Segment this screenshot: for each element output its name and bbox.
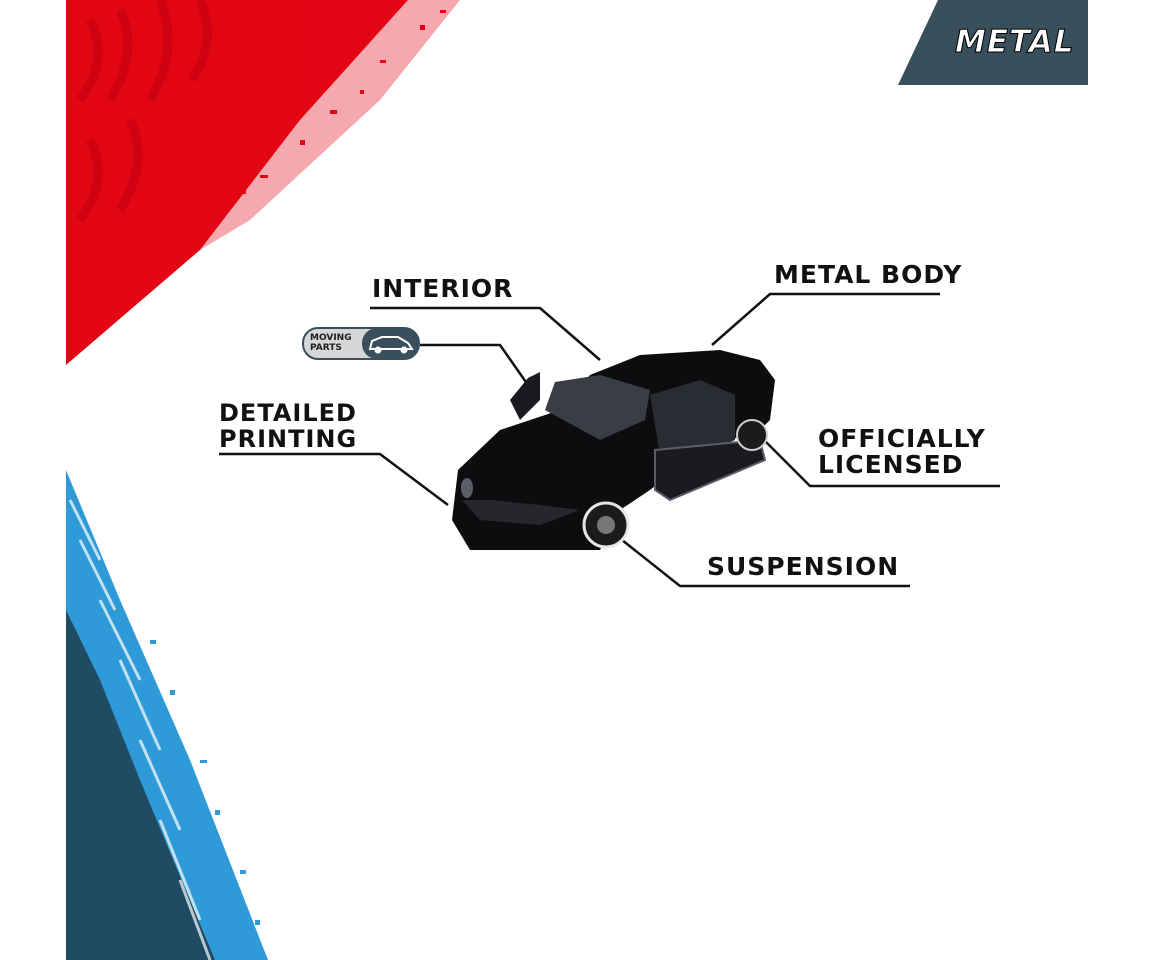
suspension-callout-line (621, 539, 910, 588)
blue-tire-tread-pattern (68, 499, 212, 960)
metal-badge (898, 0, 1088, 85)
interior-label: INTERIOR (372, 274, 514, 303)
interior-callout-line (370, 306, 601, 361)
moving-parts-line1: MOVING (310, 333, 352, 343)
officially-licensed-label: OFFICIALLY LICENSED (818, 426, 986, 478)
detailed-printing-line2: PRINTING (219, 425, 358, 453)
moving-parts-label: MOVING PARTS (310, 333, 352, 353)
metal-badge-text: METAL (955, 24, 1075, 61)
detailed-printing-callout-line (219, 452, 449, 506)
blue-splatter (150, 640, 260, 925)
red-band-fade (200, 0, 460, 250)
suspension-label: SUSPENSION (707, 552, 900, 581)
toy-car-illustration (452, 350, 775, 550)
moving-parts-pill (302, 327, 420, 360)
officially-licensed-line2: LICENSED (818, 450, 964, 479)
red-splatter (240, 10, 446, 194)
car-open-door-icon (368, 336, 414, 354)
moving-parts-callout-line (420, 343, 530, 386)
detailed-printing-label: DETAILED PRINTING (219, 400, 357, 452)
metal-body-label: METAL BODY (774, 260, 963, 289)
red-tire-tread-pattern (76, 0, 212, 223)
moving-parts-line2: PARTS (310, 343, 342, 353)
detailed-printing-line1: DETAILED (219, 399, 357, 427)
callout-lines (219, 292, 1000, 588)
officially-licensed-line1: OFFICIALLY (818, 424, 986, 453)
officially-licensed-callout-line (763, 439, 1000, 488)
metal-body-callout-line (711, 292, 940, 346)
teal-band (66, 610, 215, 960)
